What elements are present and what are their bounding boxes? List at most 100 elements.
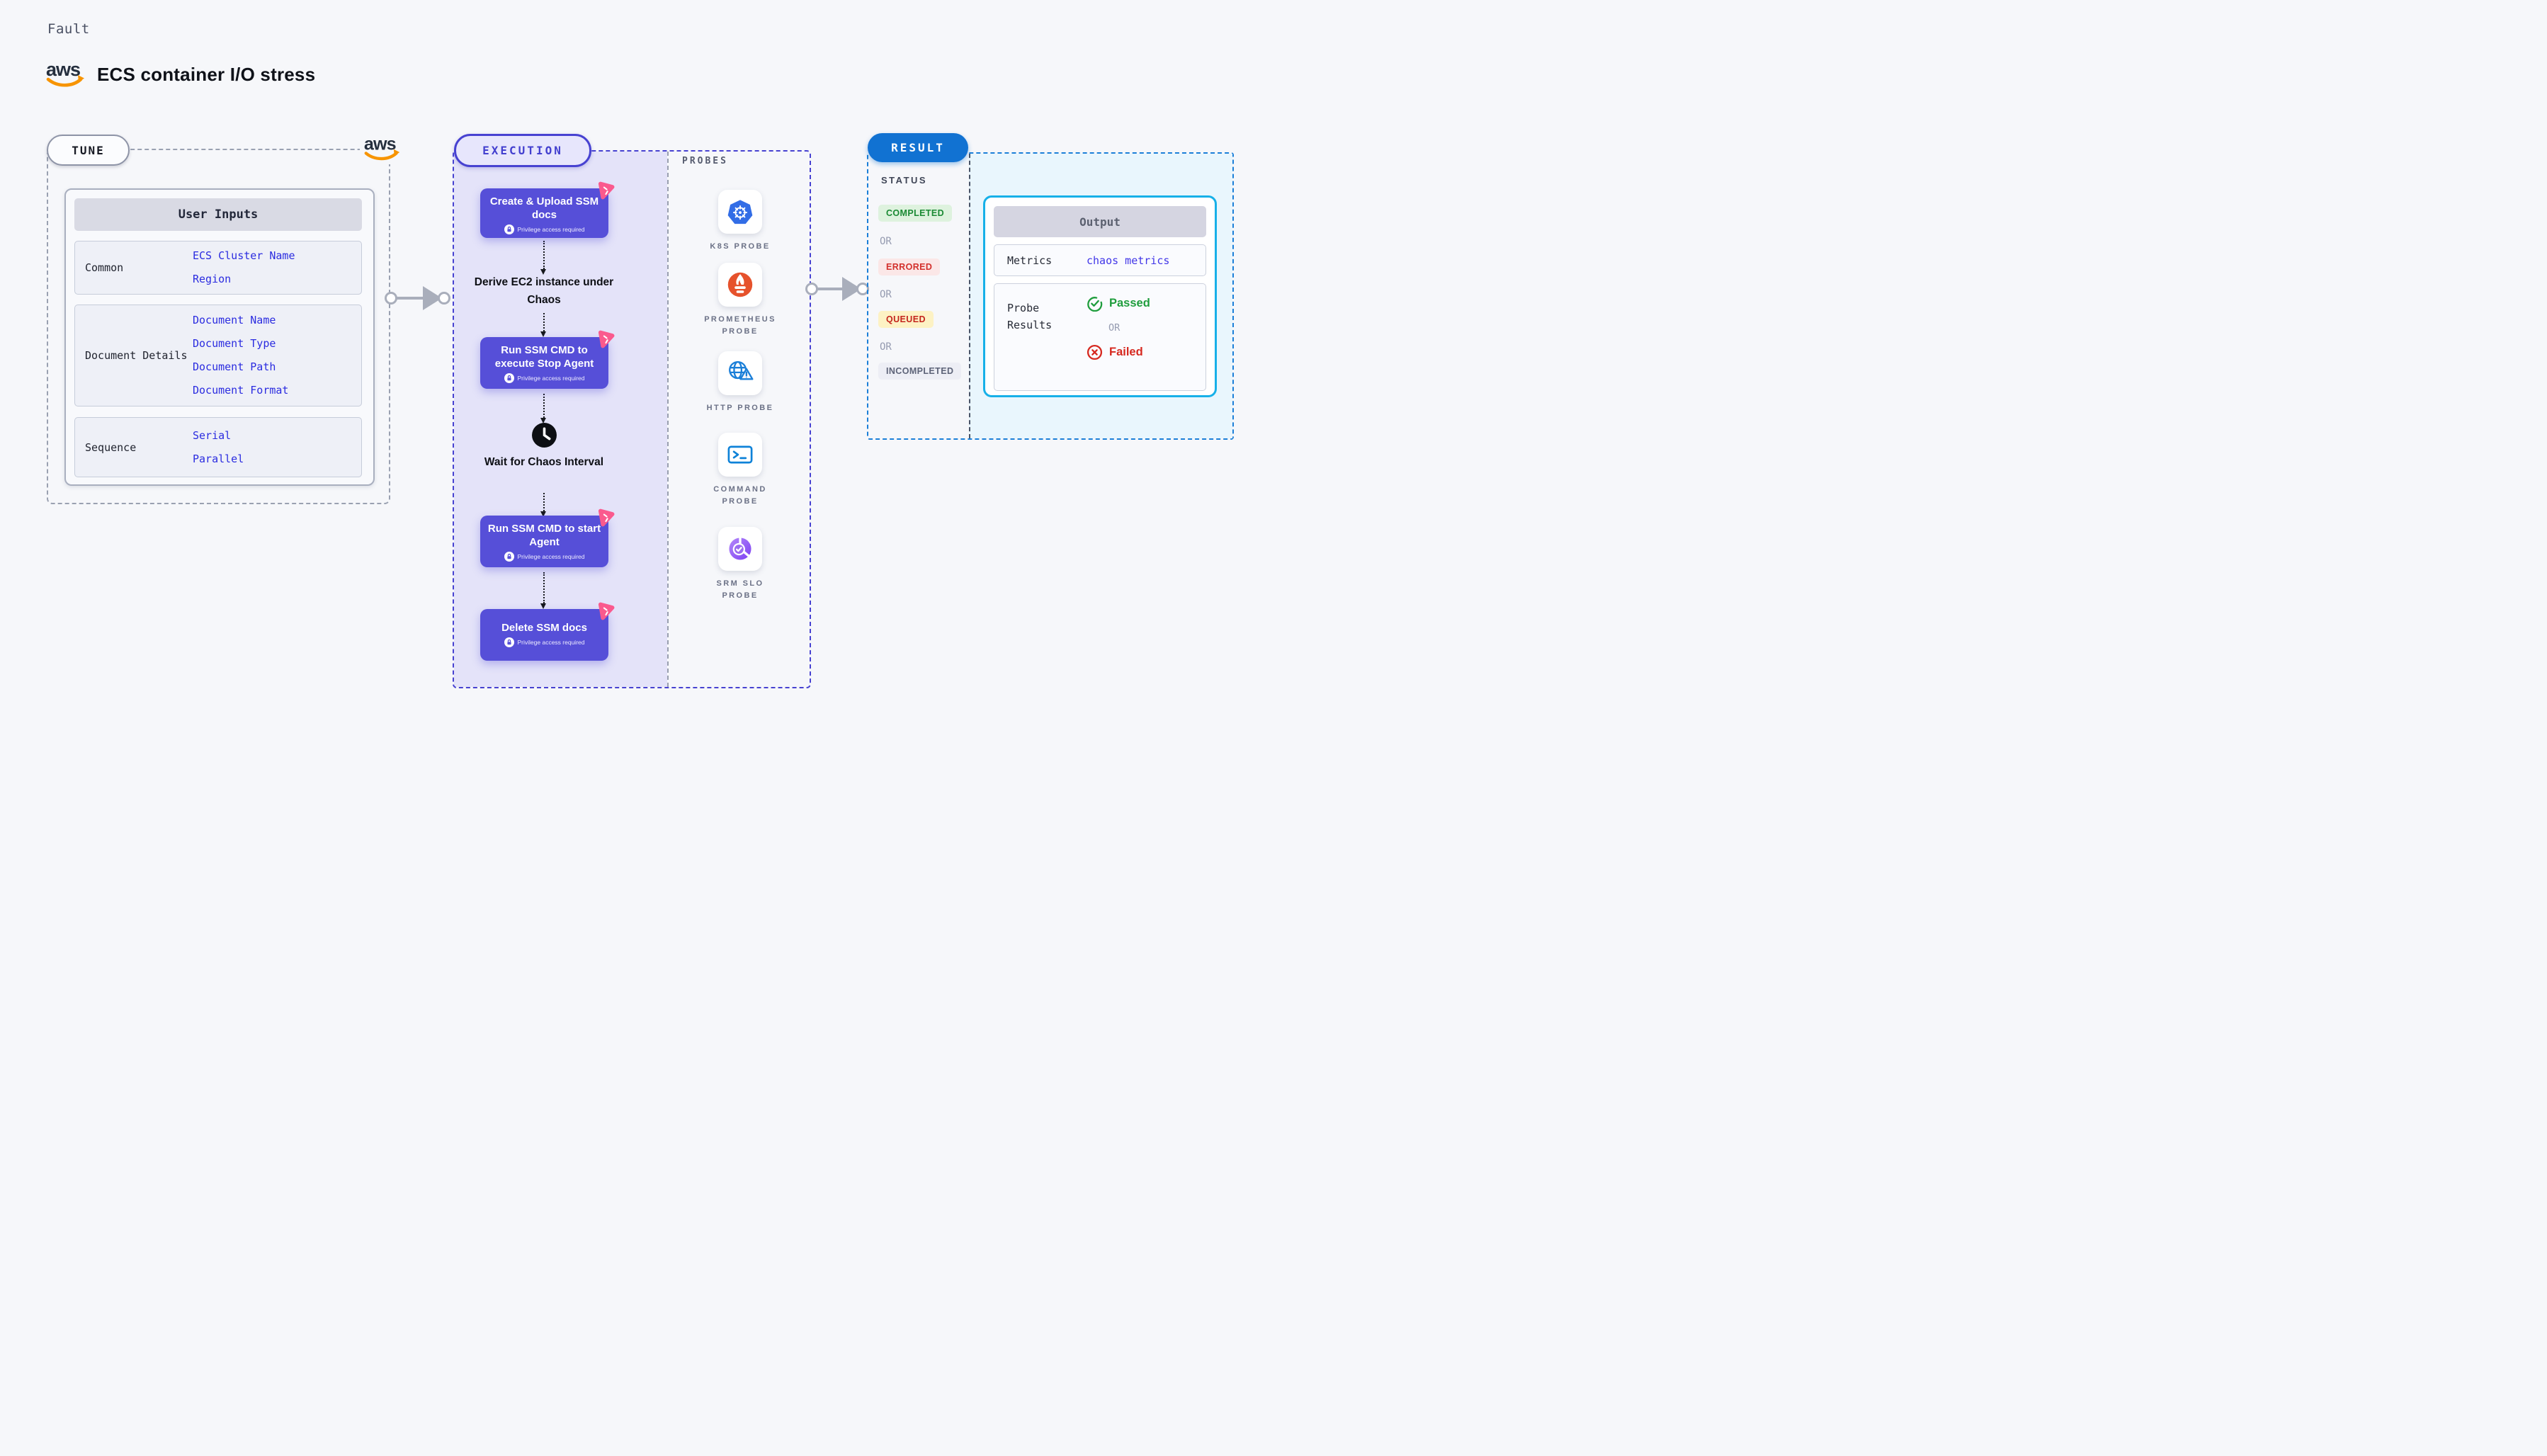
flow-step-delete-ssm-docs: Delete SSM docs Privilege access require…: [480, 602, 615, 661]
page-header: aws ECS container I/O stress: [45, 58, 315, 91]
flow-step-wait-chaos-interval: Wait for Chaos Interval: [484, 456, 604, 468]
status-badge-incompleted: INCOMPLETED: [878, 363, 962, 380]
output-header: Output: [994, 206, 1206, 237]
flow-connector-arrow: [540, 241, 547, 275]
metrics-value: chaos metrics: [1087, 254, 1170, 267]
user-inputs-card: User Inputs Common ECS Cluster Name Regi…: [64, 188, 375, 486]
row-values: ECS Cluster Name Region: [193, 241, 361, 294]
status-badge-errored: ERRORED: [878, 258, 941, 275]
output-card: Output Metrics chaos metrics Probe Resul…: [983, 195, 1217, 397]
privilege-badge: Privilege access required: [480, 373, 608, 383]
input-value: Document Path: [193, 360, 276, 373]
flow-step-title: Run SSM CMD to execute Stop Agent: [494, 344, 594, 370]
privilege-label: Privilege access required: [517, 553, 585, 560]
output-probe-results-row: Probe Results Passed OR Failed: [994, 283, 1206, 391]
probe-card-srm-slo: [718, 527, 762, 571]
flow-step-run-ssm-stop-agent: Run SSM CMD to execute Stop Agent Privil…: [480, 330, 615, 389]
or-label: OR: [880, 289, 892, 300]
execution-pill: EXECUTION: [454, 134, 591, 167]
or-label: OR: [880, 236, 892, 247]
privilege-label: Privilege access required: [517, 639, 585, 646]
probes-title: PROBES: [682, 156, 728, 166]
page-title: ECS container I/O stress: [97, 64, 316, 85]
kubernetes-icon: [727, 200, 753, 224]
input-value: Region: [193, 273, 232, 285]
lock-icon: [504, 224, 514, 234]
probe-label: SRM SLO PROBE: [716, 579, 764, 600]
or-label: OR: [1108, 322, 1121, 334]
sparkle-icon: [596, 601, 615, 624]
svg-text:aws: aws: [364, 135, 396, 154]
metrics-label: Metrics: [1007, 254, 1053, 267]
check-circle-icon: [1087, 297, 1103, 312]
lock-icon: [504, 637, 514, 647]
flow-step-title: Run SSM CMD to start Agent: [487, 523, 601, 548]
flow-step-title: Delete SSM docs: [501, 622, 587, 634]
input-value: Parallel: [193, 452, 244, 465]
privilege-badge: Privilege access required: [480, 552, 608, 562]
clock-icon: [531, 422, 557, 452]
input-value: ECS Cluster Name: [193, 249, 295, 262]
execution-flow-panel: [454, 152, 667, 687]
result-status-divider: [969, 154, 970, 438]
flow-step-title: Create & Upload SSM docs: [489, 195, 599, 221]
x-circle-icon: [1087, 344, 1103, 360]
probe-card-http: [718, 351, 762, 395]
flow-connector-arrow: [540, 493, 547, 517]
probe-label: COMMAND PROBE: [713, 485, 767, 506]
diagram-canvas: Fault aws ECS container I/O stress TUNE …: [0, 0, 1274, 728]
probe-card-k8s: [718, 190, 762, 234]
row-label: Sequence: [85, 440, 137, 454]
input-value: Document Format: [193, 384, 289, 397]
privilege-label: Privilege access required: [517, 375, 585, 382]
row-values: Serial Parallel: [193, 418, 361, 477]
input-value: Document Name: [193, 314, 276, 326]
input-value: Document Type: [193, 337, 276, 350]
lock-icon: [504, 552, 514, 562]
aws-logo-icon: aws: [45, 58, 86, 91]
srm-slo-icon: [729, 537, 751, 560]
status-badge-completed: COMPLETED: [878, 205, 953, 222]
output-metrics-row: Metrics chaos metrics: [994, 244, 1206, 276]
privilege-badge: Privilege access required: [480, 224, 608, 234]
privilege-label: Privilege access required: [517, 226, 585, 233]
execution-section: [453, 150, 811, 688]
prometheus-icon: [727, 272, 753, 297]
user-inputs-row-sequence: Sequence Serial Parallel: [74, 417, 362, 477]
row-label: Common: [85, 261, 124, 274]
user-inputs-header: User Inputs: [74, 198, 362, 231]
flow-step-run-ssm-start-agent: Run SSM CMD to start Agent Privilege acc…: [480, 508, 615, 567]
probe-results-values: Passed OR Failed: [1087, 284, 1206, 390]
probe-card-prometheus: [718, 263, 762, 307]
probe-label: PROMETHEUS PROBE: [704, 315, 776, 336]
user-inputs-row-document-details: Document Details Document Name Document …: [74, 305, 362, 406]
user-inputs-row-common: Common ECS Cluster Name Region: [74, 241, 362, 295]
status-badge-queued: QUEUED: [878, 311, 934, 328]
flow-connector-arrow: [540, 394, 547, 423]
probe-result-failed: Failed: [1087, 344, 1206, 360]
or-label: OR: [880, 341, 892, 353]
tune-section: [47, 149, 390, 504]
probe-card-command: [718, 433, 762, 477]
flow-connector-arrow: [540, 572, 547, 609]
svg-text:aws: aws: [46, 59, 80, 80]
fault-kind-label: Fault: [47, 21, 90, 37]
lock-icon: [504, 373, 514, 383]
flow-step-create-upload-ssm-docs: Create & Upload SSM docs Privilege acces…: [480, 181, 615, 238]
privilege-badge: Privilege access required: [480, 637, 608, 647]
result-pill: RESULT: [868, 133, 968, 162]
row-label: Document Details: [85, 349, 188, 362]
sparkle-icon: [596, 508, 615, 530]
row-values: Document Name Document Type Document Pat…: [193, 305, 361, 406]
probe-results-label: Probe Results: [1007, 302, 1053, 331]
aws-logo-icon: aws: [360, 130, 405, 164]
probe-label: K8S PROBE: [710, 242, 771, 251]
http-icon: [729, 360, 754, 380]
status-title: STATUS: [881, 175, 928, 186]
execution-probes-divider: [667, 152, 669, 687]
tune-pill: TUNE: [47, 135, 130, 166]
flow-connector-arrow: [540, 313, 547, 337]
input-value: Serial: [193, 428, 232, 442]
sparkle-icon: [596, 181, 615, 203]
probe-result-passed: Passed: [1087, 295, 1206, 312]
